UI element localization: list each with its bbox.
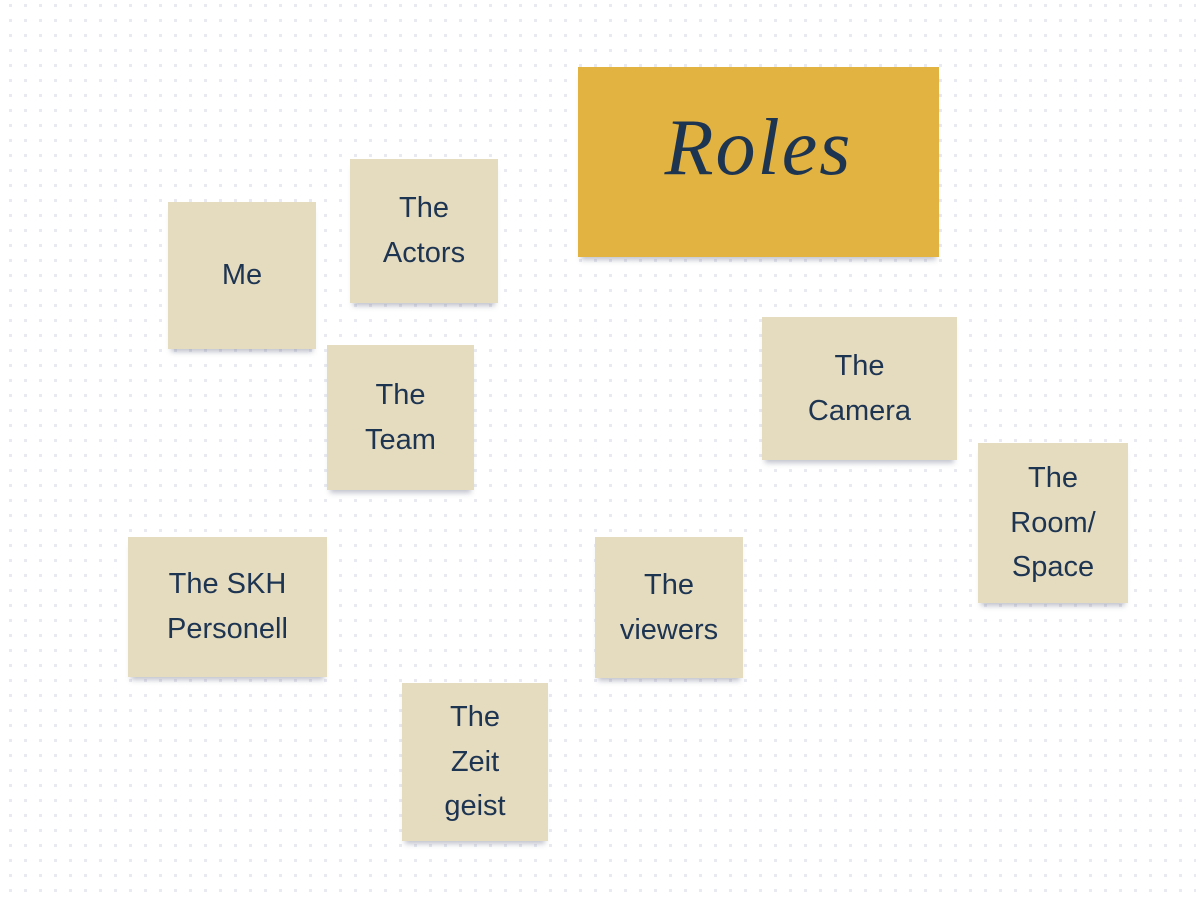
sticky-note[interactable]: The Actors bbox=[350, 159, 498, 303]
sticky-note[interactable]: The Zeit geist bbox=[402, 683, 548, 841]
sticky-note[interactable]: The Camera bbox=[762, 317, 957, 460]
sticky-note-text: The Team bbox=[365, 378, 436, 456]
sticky-note[interactable]: The Room/ Space bbox=[978, 443, 1128, 603]
sticky-note[interactable]: The SKH Personell bbox=[128, 537, 327, 677]
sticky-note-text: The Actors bbox=[382, 192, 466, 269]
sticky-note-text: Me bbox=[221, 259, 263, 292]
title-card[interactable]: Roles bbox=[578, 67, 939, 257]
sticky-note-text: The Room/ Space bbox=[1010, 461, 1096, 584]
sticky-note[interactable]: The viewers bbox=[595, 537, 743, 678]
sticky-note[interactable]: Me bbox=[168, 202, 316, 349]
sticky-note-text: The SKH Personell bbox=[167, 568, 288, 645]
title-text: Roles bbox=[664, 103, 853, 192]
sticky-note-text: The Camera bbox=[807, 349, 912, 427]
sticky-note-text: The Zeit geist bbox=[444, 700, 506, 823]
sticky-note-text: The viewers bbox=[619, 568, 719, 646]
sticky-note[interactable]: The Team bbox=[327, 345, 474, 490]
